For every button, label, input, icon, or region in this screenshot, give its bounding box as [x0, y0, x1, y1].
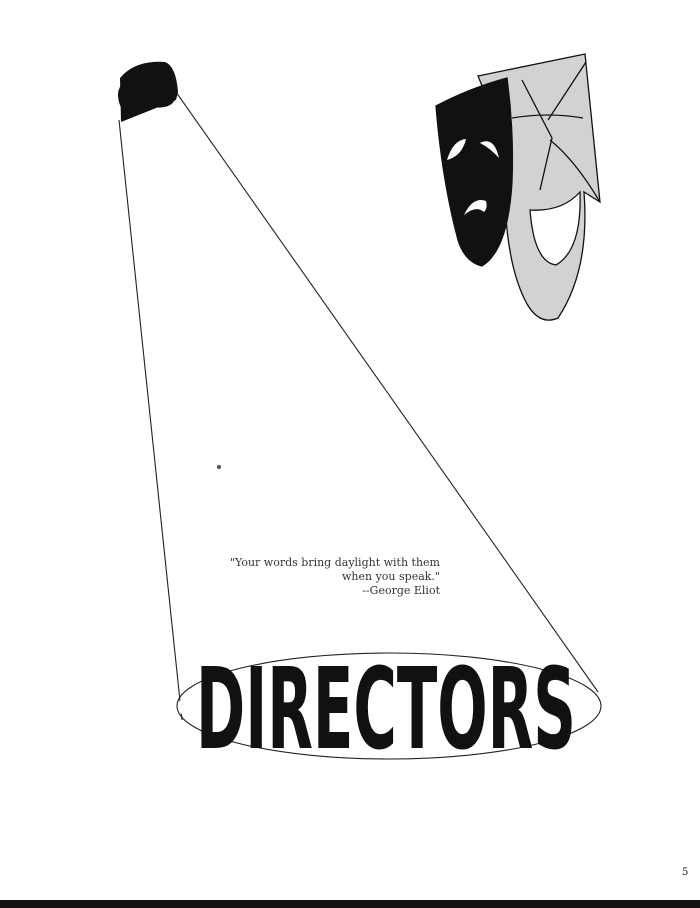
quote-attribution: --George Eliot	[362, 584, 440, 597]
spotlight-cone	[118, 91, 602, 760]
page-number: 5	[682, 867, 689, 878]
year-lamp: 68	[111, 61, 181, 127]
heading-text: DIRECTORS	[196, 645, 576, 775]
quote-block: "Your words bring daylight with them whe…	[200, 556, 440, 598]
theatre-masks-icon	[435, 53, 601, 321]
ink-speck	[217, 465, 221, 469]
scan-edge	[0, 900, 700, 908]
directors-heading: DIRECTORS	[179, 645, 599, 775]
quote-line-1: "Your words bring daylight with them	[229, 556, 440, 569]
quote-line-2: when you speak."	[342, 570, 440, 583]
year-label: 68	[111, 64, 181, 127]
